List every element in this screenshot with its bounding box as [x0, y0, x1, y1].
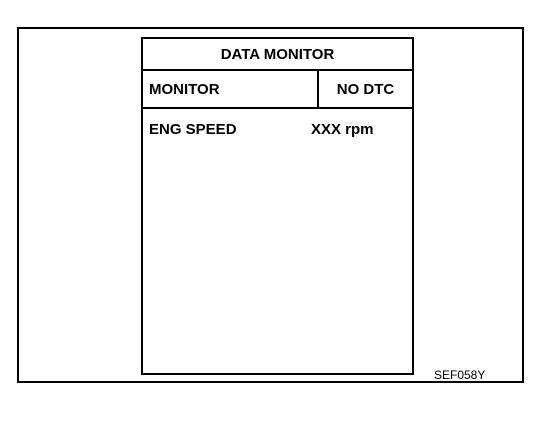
list-item: ENG SPEED XXX rpm: [149, 121, 399, 141]
outer-frame: [17, 27, 524, 383]
data-monitor-screen: DATA MONITOR MONITOR NO DTC ENG SPEED XX…: [141, 37, 414, 375]
eng-speed-value: XXX rpm: [311, 121, 374, 138]
figure-code: SEF058Y: [434, 368, 486, 382]
screen-title: DATA MONITOR: [143, 39, 412, 71]
monitor-header-label: MONITOR: [143, 71, 319, 107]
header-row: MONITOR NO DTC: [143, 71, 412, 109]
eng-speed-label: ENG SPEED: [149, 121, 237, 138]
dtc-status-label: NO DTC: [336, 80, 395, 98]
